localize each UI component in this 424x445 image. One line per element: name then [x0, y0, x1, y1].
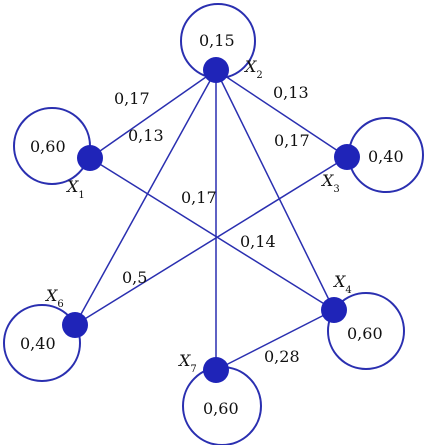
node-x1	[77, 145, 103, 171]
edge-weights: 0,17 0,13 0,13 0,17 0,17 0,14 0,5 0,28	[114, 83, 310, 366]
loop-weight-x4: 0,60	[347, 324, 383, 343]
edge-weight-x2-x4: 0,17	[274, 131, 310, 150]
edge-x2-x6	[74, 69, 217, 326]
loop-weight-x7: 0,60	[203, 399, 239, 418]
node-label-x1: X1	[65, 177, 85, 201]
node-label-x2: X2	[243, 57, 263, 81]
edge-weight-x2-x6: 0,13	[128, 126, 164, 145]
node-label-x4: X4	[332, 272, 352, 296]
node-x4	[321, 297, 347, 323]
node-label-x3: X3	[320, 171, 340, 195]
loop-x4	[327, 292, 405, 370]
loop-weight-x3: 0,40	[368, 147, 404, 166]
edge-weight-x2-x3: 0,13	[273, 83, 309, 102]
edge-x1-x2	[89, 69, 217, 159]
edge-x1-x4	[89, 157, 335, 311]
edge-weight-x1-x4: 0,14	[240, 232, 276, 251]
edge-weight-x2-x7: 0,17	[181, 188, 217, 207]
edge-weight-x4-x7: 0,28	[264, 347, 300, 366]
edge-x2-x4	[215, 69, 335, 311]
loop-x6	[3, 304, 81, 382]
nodes	[62, 57, 360, 383]
node-x6	[62, 312, 88, 338]
node-label-x7: X7	[177, 351, 197, 375]
edge-x4-x7	[215, 309, 335, 371]
edge-x2-x3	[215, 69, 348, 158]
loop-weights: 0,15 0,60 0,40 0,40 0,60 0,60	[20, 31, 404, 418]
node-label-x6: X6	[44, 286, 64, 310]
loop-weight-x6: 0,40	[20, 334, 56, 353]
node-x2	[203, 57, 229, 83]
edges	[74, 69, 348, 371]
edge-weight-x3-x6: 0,5	[122, 268, 147, 287]
node-labels: X2 X1 X3 X4 X6 X7	[44, 57, 352, 375]
loop-weight-x1: 0,60	[30, 137, 66, 156]
edge-x3-x6	[74, 156, 348, 326]
loop-weight-x2: 0,15	[199, 31, 235, 50]
node-x7	[203, 357, 229, 383]
node-x3	[334, 144, 360, 170]
edge-weight-x1-x2: 0,17	[114, 89, 150, 108]
